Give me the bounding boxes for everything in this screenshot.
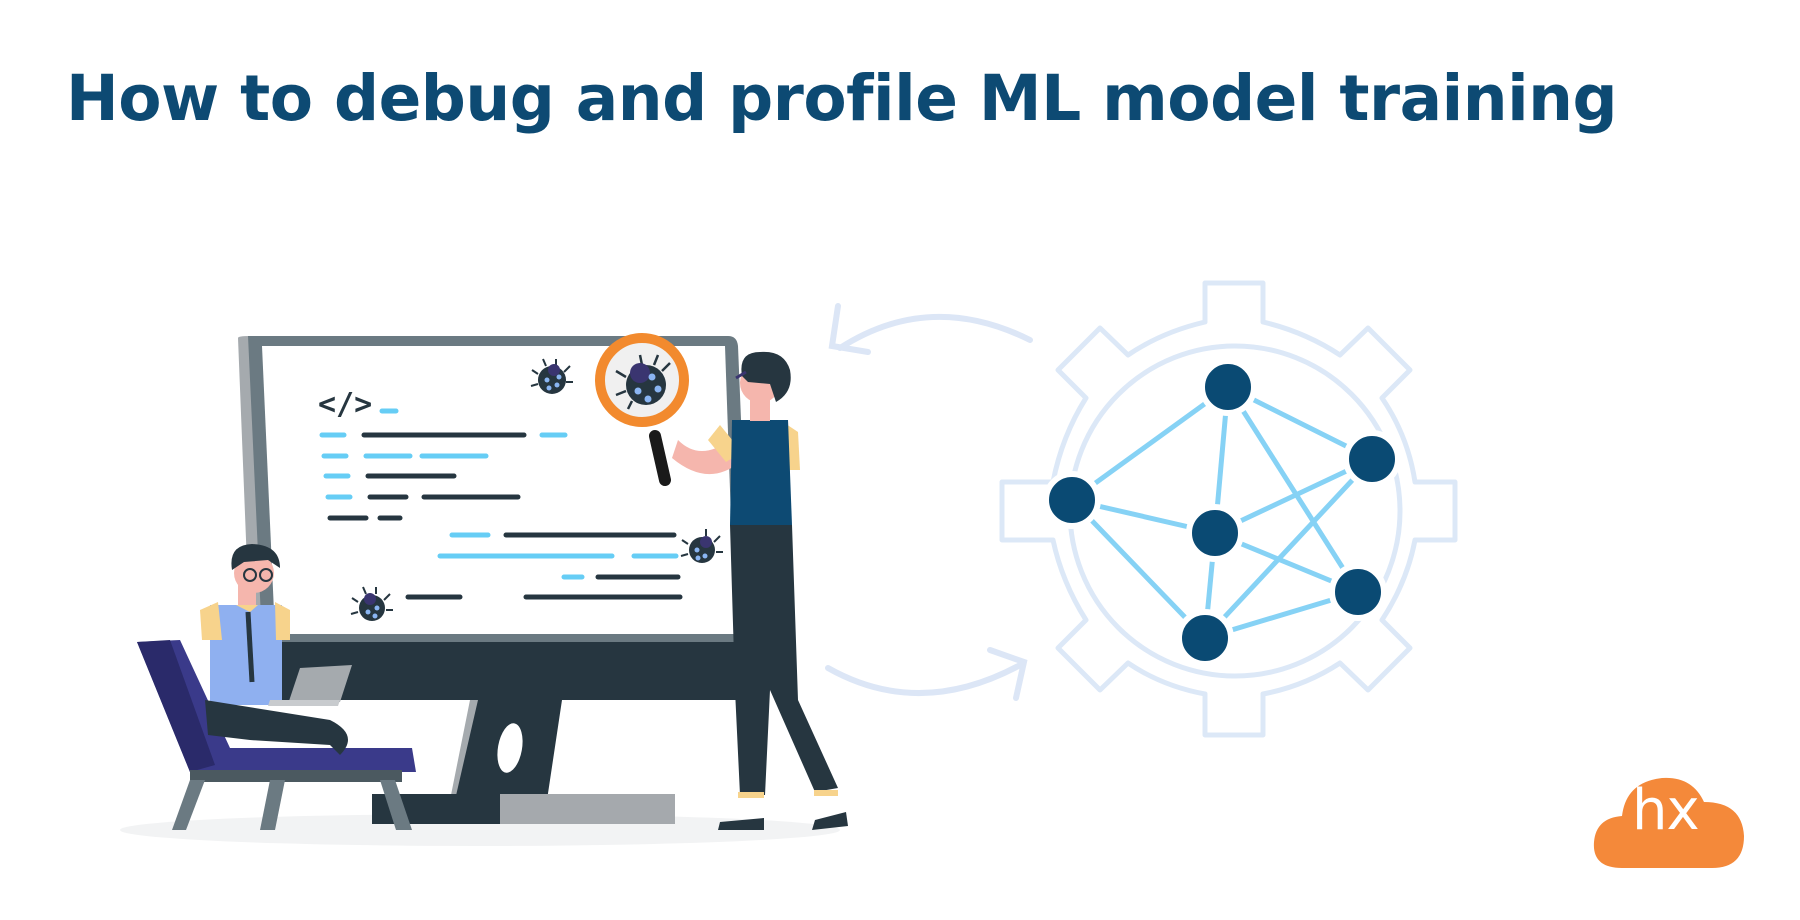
code-lines: </> bbox=[318, 387, 683, 600]
neural-network bbox=[1043, 358, 1401, 667]
seated-developer bbox=[137, 544, 416, 830]
standing-developer bbox=[672, 351, 848, 830]
magnifying-glass-icon bbox=[595, 333, 689, 486]
network-node bbox=[1176, 609, 1234, 667]
brand-logo: hx bbox=[1592, 768, 1746, 870]
monitor-stand bbox=[372, 700, 675, 824]
network-node bbox=[1186, 504, 1244, 562]
page-title: How to debug and profile ML model traini… bbox=[66, 62, 1618, 135]
code-tag-icon: </> bbox=[318, 387, 372, 422]
network-node bbox=[1043, 471, 1101, 529]
bug-icon bbox=[680, 529, 723, 563]
bug-icon bbox=[350, 586, 393, 621]
bug-icon bbox=[530, 358, 573, 394]
logo-text: hx bbox=[1632, 778, 1700, 843]
cloud-icon bbox=[1593, 777, 1744, 868]
network-node bbox=[1329, 563, 1387, 621]
cycle-arrows-icon bbox=[825, 303, 1033, 701]
network-node bbox=[1199, 358, 1257, 416]
network-node bbox=[1343, 430, 1401, 488]
